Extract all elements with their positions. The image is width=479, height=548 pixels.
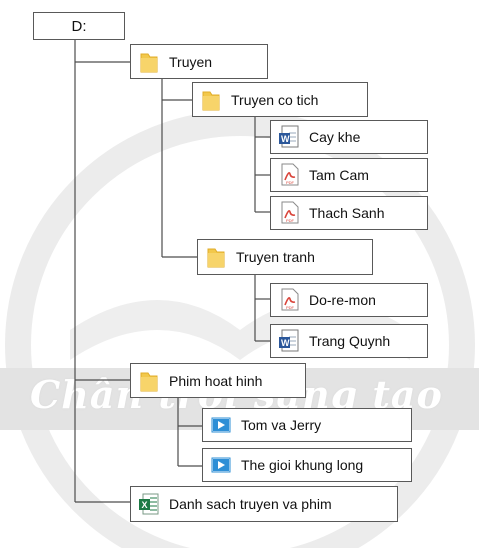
node-root-drive[interactable]: D: — [33, 12, 125, 40]
node-file-do-re-mon[interactable]: PDF Do-re-mon — [270, 283, 428, 317]
node-folder-truyen[interactable]: Truyen — [130, 44, 268, 79]
word-doc-icon: W — [277, 124, 301, 150]
video-icon — [209, 452, 233, 478]
folder-icon — [204, 244, 228, 270]
pdf-icon: PDF — [277, 200, 301, 226]
svg-text:PDF: PDF — [286, 180, 295, 185]
folder-icon — [137, 368, 161, 394]
node-file-tam-cam[interactable]: PDF Tam Cam — [270, 158, 428, 192]
svg-text:PDF: PDF — [286, 218, 295, 223]
svg-text:W: W — [281, 338, 290, 348]
pdf-icon: PDF — [277, 287, 301, 313]
node-file-thach-sanh[interactable]: PDF Thach Sanh — [270, 196, 428, 230]
node-label: Trang Quynh — [309, 333, 391, 349]
svg-text:PDF: PDF — [286, 305, 295, 310]
node-label: Tam Cam — [309, 167, 369, 183]
excel-icon: X — [137, 491, 161, 517]
svg-text:W: W — [281, 134, 290, 144]
node-file-tom-va-jerry[interactable]: Tom va Jerry — [202, 408, 412, 442]
node-label: Do-re-mon — [309, 292, 376, 308]
node-label: Danh sach truyen va phim — [169, 496, 332, 512]
node-folder-truyen-co-tich[interactable]: Truyen co tich — [192, 82, 368, 117]
node-file-cay-khe[interactable]: W Cay khe — [270, 120, 428, 154]
pdf-icon: PDF — [277, 162, 301, 188]
folder-icon — [137, 49, 161, 75]
node-label: Thach Sanh — [309, 205, 385, 221]
node-file-the-gioi-khung-long[interactable]: The gioi khung long — [202, 448, 412, 482]
node-label: Truyen tranh — [236, 249, 315, 265]
node-file-danh-sach-truyen-va-phim[interactable]: X Danh sach truyen va phim — [130, 486, 398, 522]
node-file-trang-quynh[interactable]: W Trang Quynh — [270, 324, 428, 358]
node-label: Truyen — [169, 53, 213, 70]
node-label: D: — [71, 17, 87, 35]
node-folder-truyen-tranh[interactable]: Truyen tranh — [197, 239, 373, 275]
node-folder-phim-hoat-hinh[interactable]: Phim hoat hinh — [130, 363, 306, 398]
node-label: Tom va Jerry — [241, 417, 322, 433]
svg-text:X: X — [142, 500, 148, 510]
video-icon — [209, 412, 233, 438]
node-label: Phim hoat hinh — [169, 372, 263, 389]
word-doc-icon: W — [277, 328, 301, 354]
node-label: Truyen co tich — [231, 91, 319, 108]
folder-icon — [199, 87, 223, 113]
node-label: Cay khe — [309, 129, 361, 145]
node-label: The gioi khung long — [241, 457, 364, 473]
